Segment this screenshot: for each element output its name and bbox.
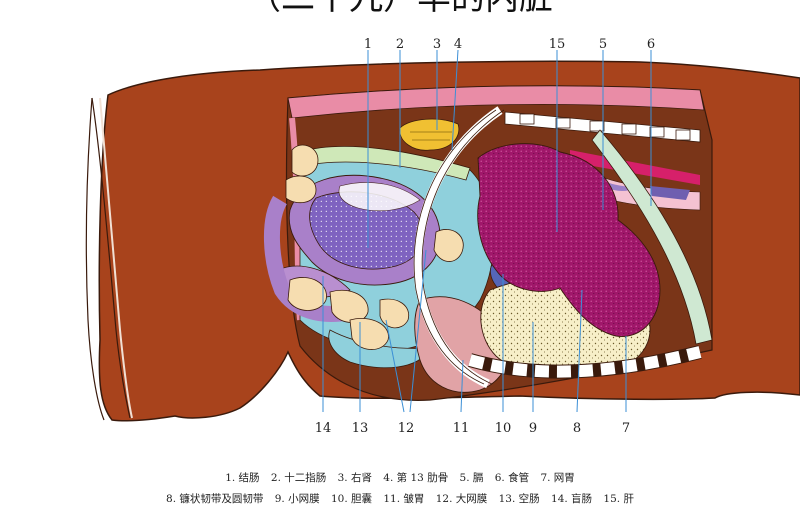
- callout-9: 9: [529, 421, 537, 436]
- legend-item: 6. 食管: [494, 472, 530, 484]
- right-kidney: [399, 118, 460, 151]
- legend-item: 15. 肝: [603, 493, 634, 505]
- callout-11: 11: [453, 421, 470, 436]
- legend-item: 2. 十二指肠: [270, 472, 327, 484]
- callout-labels-top: 1 2 3 4 15 5 6: [364, 37, 655, 52]
- callout-2: 2: [396, 37, 404, 52]
- callout-1: 1: [364, 37, 372, 52]
- callout-13: 13: [352, 421, 369, 436]
- legend: 1. 结肠 2. 十二指肠 3. 右肾 4. 第 13 肋骨 5. 膈 6. 食…: [0, 468, 800, 510]
- legend-item: 9. 小网膜: [274, 493, 320, 505]
- legend-item: 14. 盲肠: [551, 493, 593, 505]
- callout-6: 6: [647, 37, 655, 52]
- callout-5: 5: [599, 37, 607, 52]
- legend-item: 10. 胆囊: [330, 493, 372, 505]
- callout-8: 8: [573, 421, 581, 436]
- liver: [477, 143, 661, 337]
- callout-12: 12: [398, 421, 415, 436]
- page-title: （二十九）羊的内脏: [0, 0, 800, 18]
- legend-line-2: 8. 镰状韧带及圆韧带 9. 小网膜 10. 胆囊 11. 皱胃 12. 大网膜…: [0, 489, 800, 510]
- legend-item: 8. 镰状韧带及圆韧带: [166, 493, 264, 505]
- legend-item: 4. 第 13 肋骨: [383, 472, 449, 484]
- legend-item: 3. 右肾: [337, 472, 372, 484]
- callout-3: 3: [433, 37, 441, 52]
- legend-line-1: 1. 结肠 2. 十二指肠 3. 右肾 4. 第 13 肋骨 5. 膈 6. 食…: [0, 468, 800, 489]
- legend-item: 1. 结肠: [225, 472, 260, 484]
- callout-10: 10: [495, 421, 512, 436]
- sheep-viscera-illustration: 1 2 3 4 15 5 6 14 13 12 11 10 9 8 7: [85, 37, 800, 436]
- callout-lines: [322, 49, 652, 413]
- callout-7: 7: [622, 421, 630, 436]
- legend-item: 7. 网胃: [540, 472, 575, 484]
- callout-15: 15: [549, 37, 566, 52]
- legend-item: 12. 大网膜: [435, 493, 488, 505]
- callout-labels-bottom: 14 13 12 11 10 9 8 7: [315, 421, 630, 436]
- callout-14: 14: [315, 421, 332, 436]
- costal-cartilage: [468, 345, 702, 379]
- legend-item: 13. 空肠: [498, 493, 540, 505]
- diaphragm: [591, 129, 713, 345]
- legend-item: 5. 膈: [459, 472, 484, 484]
- duodenum: [299, 146, 471, 181]
- legend-item: 11. 皱胃: [383, 493, 425, 505]
- callout-4: 4: [454, 37, 462, 52]
